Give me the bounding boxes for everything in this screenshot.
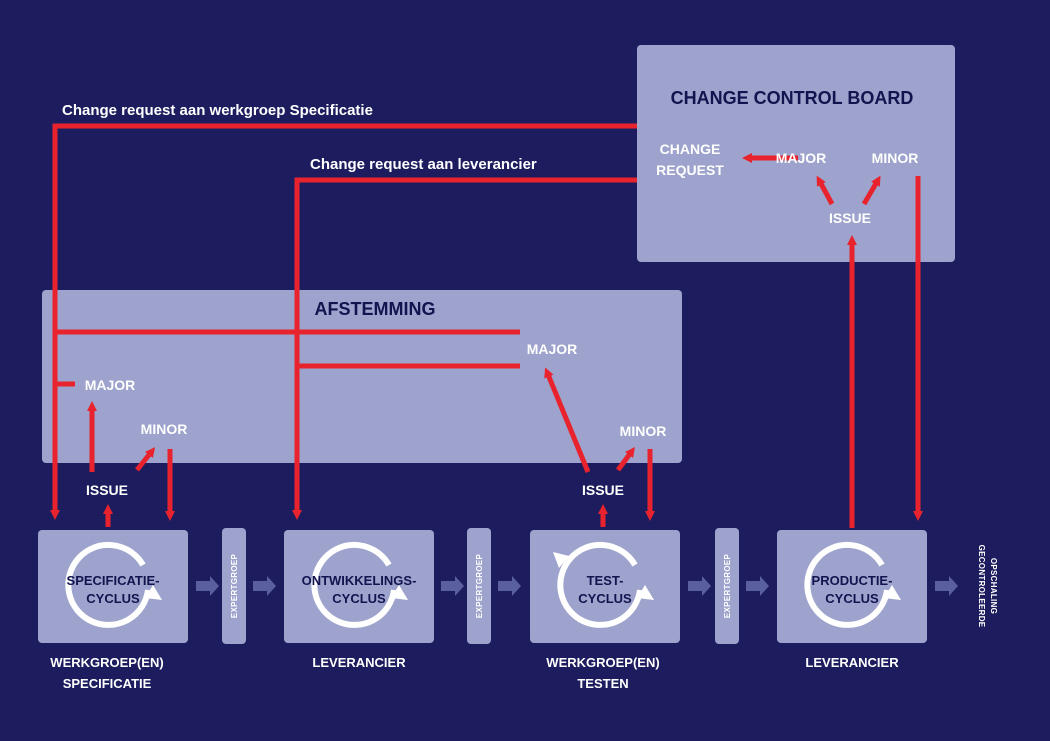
cycle-label: ONTWIKKELINGS-	[302, 573, 417, 588]
change-request-leverancier-label: Change request aan leverancier	[310, 156, 537, 173]
issue-to-minor-arrow	[135, 447, 156, 472]
cycle-icon	[65, 541, 151, 628]
cycle-label: SPECIFICATIE-	[67, 573, 160, 588]
issue-to-major-arrow	[816, 175, 835, 206]
afstemming-title: AFSTEMMING	[315, 299, 436, 319]
ccb-major-label: MAJOR	[776, 150, 827, 166]
issue-to-major-arrow	[544, 367, 591, 473]
flow-arrow-icon	[498, 576, 521, 596]
flow-arrow-icon	[253, 576, 276, 596]
cycle-icon	[311, 541, 397, 628]
issue-left-label: ISSUE	[86, 482, 128, 498]
cycle-label: CYCLUS	[578, 591, 632, 606]
expertgroep-label: EXPERTGROEP	[230, 554, 239, 619]
change-control-board-box	[637, 45, 955, 262]
afstemming-minor-left: MINOR	[141, 421, 188, 437]
owner-label: WERKGROEP(EN)	[50, 655, 163, 670]
ccb-title: CHANGE CONTROL BOARD	[671, 88, 914, 108]
owner-label: WERKGROEP(EN)	[546, 655, 659, 670]
afstemming-minor-right: MINOR	[620, 423, 667, 439]
expertgroep-label: EXPERTGROEP	[723, 554, 732, 619]
cycle-arrowhead-icon	[884, 585, 901, 600]
change-request-label: REQUEST	[656, 162, 724, 178]
final-label: GECONTROLEERDE	[977, 545, 986, 628]
ccb-issue-label: ISSUE	[829, 210, 871, 226]
cycle-label: CYCLUS	[332, 591, 386, 606]
issue-to-minor-arrow	[861, 175, 881, 206]
flow-arrow-icon	[746, 576, 769, 596]
flow-arrow-icon	[441, 576, 464, 596]
cycle-icon	[557, 541, 643, 628]
flow-arrow-icon	[688, 576, 711, 596]
expertgroep-pill	[222, 528, 246, 644]
issue-right-label: ISSUE	[582, 482, 624, 498]
cycle-arrowhead-icon	[637, 585, 654, 600]
cycle-label: TEST-	[587, 573, 624, 588]
flow-arrow-icon	[935, 576, 958, 596]
cycle-icon	[804, 541, 890, 628]
change-request-leverancier-line	[292, 177, 637, 520]
owner-label: LEVERANCIER	[805, 655, 899, 670]
cycle-arrowhead-icon	[391, 585, 408, 600]
afstemming-major-right: MAJOR	[527, 341, 578, 357]
ccb-minor-label: MINOR	[872, 150, 919, 166]
owner-label: SPECIFICATIE	[63, 676, 152, 691]
expertgroep-label: EXPERTGROEP	[475, 554, 484, 619]
expertgroep-pill	[715, 528, 739, 644]
expertgroep-pill	[467, 528, 491, 644]
afstemming-major-left: MAJOR	[85, 377, 136, 393]
owner-label: LEVERANCIER	[312, 655, 406, 670]
cycle-label: PRODUCTIE-	[812, 573, 893, 588]
flow-arrow-icon	[196, 576, 219, 596]
owner-label: TESTEN	[577, 676, 628, 691]
change-request-spec-label: Change request aan werkgroep Specificati…	[62, 102, 373, 119]
issue-to-minor-arrow	[615, 446, 635, 472]
cycle-label: CYCLUS	[86, 591, 140, 606]
change-request-label: CHANGE	[660, 141, 721, 157]
cycle-arrowhead-icon	[145, 585, 162, 600]
cycle-arrowhead-icon	[553, 552, 569, 568]
final-label: OPSCHALING	[989, 558, 998, 614]
cycle-label: CYCLUS	[825, 591, 879, 606]
